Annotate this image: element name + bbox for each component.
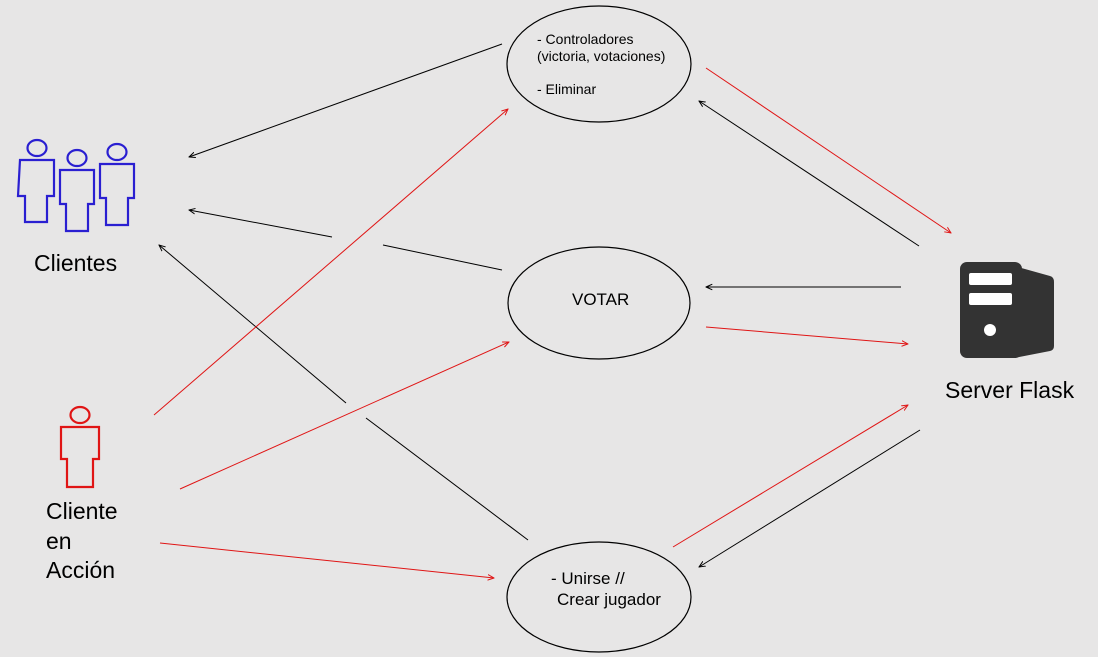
- arrow-unirse-to-clientes: [159, 245, 529, 541]
- cliente-en-accion-icon: [59, 405, 101, 489]
- arrow-cliente-to-controladores: [153, 109, 508, 416]
- votar-text: VOTAR: [572, 290, 629, 309]
- arrow-cliente-to-unirse: [159, 542, 494, 578]
- arrow-unirse-to-server: [672, 405, 908, 548]
- server-flask-label: Server Flask: [945, 377, 1075, 403]
- controladores-text: - Controladores (victoria, votaciones) -…: [537, 31, 669, 97]
- cliente-en-accion-label: Cliente en Acción: [46, 498, 124, 583]
- votar-node: [507, 246, 691, 360]
- unirse-node: [506, 541, 692, 653]
- clientes-label: Clientes: [34, 250, 117, 276]
- controladores-node: [506, 5, 692, 123]
- arrow-controladores-to-server: [705, 67, 951, 233]
- arrow-cliente-to-votar: [179, 342, 509, 490]
- unirse-text: - Unirse // Crear jugador: [551, 569, 661, 609]
- arrow-votar-to-server: [705, 326, 908, 344]
- arrow-server-to-controladores: [699, 101, 920, 247]
- arrow-server-to-unirse: [699, 429, 921, 567]
- arrow-controladores-to-clientes: [189, 43, 503, 157]
- clientes-group-icon: [16, 138, 136, 233]
- arrow-votar-to-clientes: [189, 210, 503, 271]
- server-icon: [960, 262, 1054, 358]
